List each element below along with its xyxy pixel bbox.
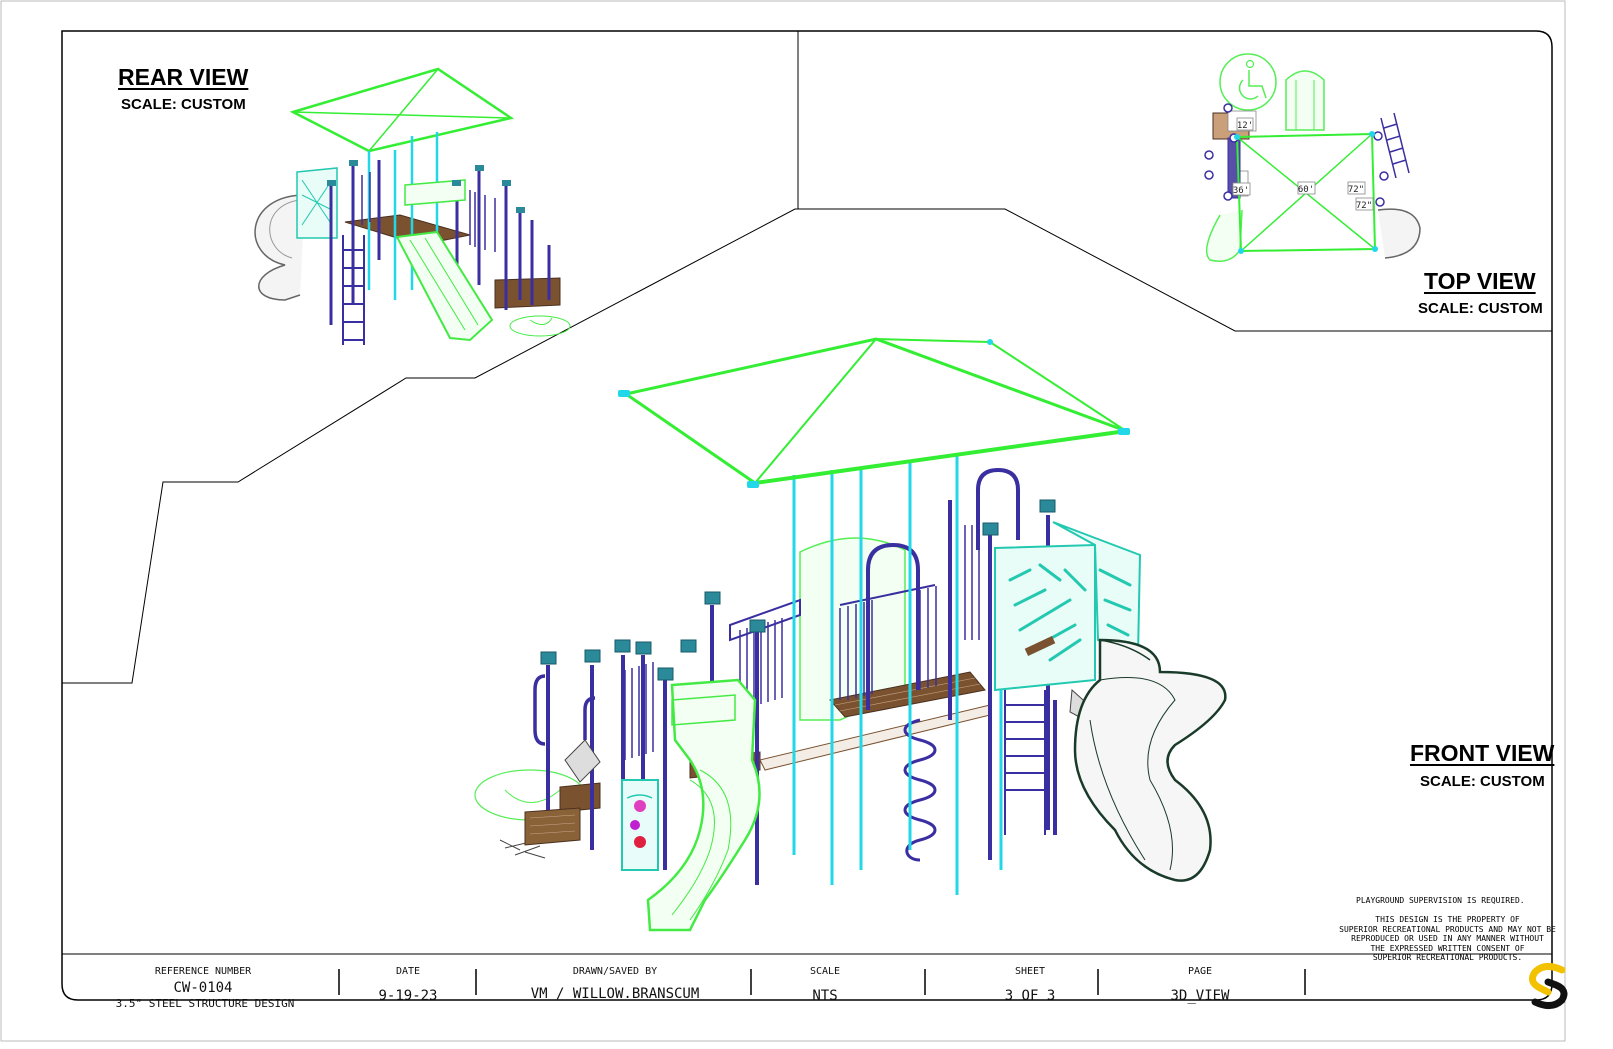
- top-view-drawing: 12' 36' 60' 72" 72": [1204, 53, 1421, 262]
- supervision-note: PLAYGROUND SUPERVISION IS REQUIRED.: [1356, 896, 1525, 905]
- superior-logo-icon: [1528, 963, 1568, 1009]
- rear-view-title: REAR VIEW: [118, 64, 249, 90]
- date-value: 9-19-23: [378, 988, 438, 1004]
- top-dim-72a: 72": [1348, 185, 1364, 195]
- scale-label: SCALE: [809, 966, 841, 977]
- sheet-value: 3 OF 3: [1004, 988, 1056, 1004]
- property-note-line: THE EXPRESSED WRITTEN CONSENT OF: [1370, 943, 1525, 953]
- reference-value: CW-0104: [173, 980, 233, 996]
- drawn-value: VM / WILLOW.BRANSCUM: [530, 986, 700, 1002]
- top-dim-60: 60': [1298, 185, 1314, 195]
- top-view-scale: SCALE: CUSTOM: [1418, 300, 1543, 317]
- wheelchair-accessibility-icon: [1219, 53, 1277, 111]
- property-note-line: THIS DESIGN IS THE PROPERTY OF: [1375, 915, 1520, 924]
- scale-value: NTS: [812, 988, 838, 1004]
- reference-label: REFERENCE NUMBER: [154, 966, 252, 977]
- property-note-line: REPRODUCED OR USED IN ANY MANNER WITHOUT: [1351, 934, 1544, 943]
- front-view-drawing: [474, 337, 1227, 932]
- top-dim-12: 12': [1237, 121, 1253, 131]
- rear-view-drawing: [254, 67, 571, 345]
- property-note-line: SUPERIOR RECREATIONAL PRODUCTS.: [1372, 953, 1523, 962]
- top-dim-72b: 72": [1356, 201, 1372, 211]
- property-note-line: SUPERIOR RECREATIONAL PRODUCTS AND MAY N…: [1339, 924, 1556, 934]
- title-block-dividers: [338, 969, 1306, 995]
- front-roof: [618, 337, 1130, 488]
- property-note: THIS DESIGN IS THE PROPERTY OF SUPERIOR …: [1325, 915, 1570, 963]
- date-label: DATE: [395, 966, 421, 977]
- sheet-border: [61, 30, 1553, 1001]
- front-view-scale: SCALE: CUSTOM: [1420, 773, 1545, 790]
- top-dim-36: 36': [1233, 186, 1249, 196]
- rear-view-scale: SCALE: CUSTOM: [121, 96, 246, 113]
- view-dividers: [62, 31, 1552, 955]
- sheet-label: SHEET: [1014, 966, 1046, 977]
- reference-subtitle: 3.5" STEEL STRUCTURE DESIGN: [115, 997, 295, 1010]
- top-view-title: TOP VIEW: [1424, 268, 1536, 294]
- page-value: 3D_VIEW: [1170, 988, 1230, 1004]
- drawn-label: DRAWN/SAVED BY: [572, 966, 658, 977]
- page-label: PAGE: [1187, 966, 1213, 977]
- front-view-title: FRONT VIEW: [1410, 740, 1555, 766]
